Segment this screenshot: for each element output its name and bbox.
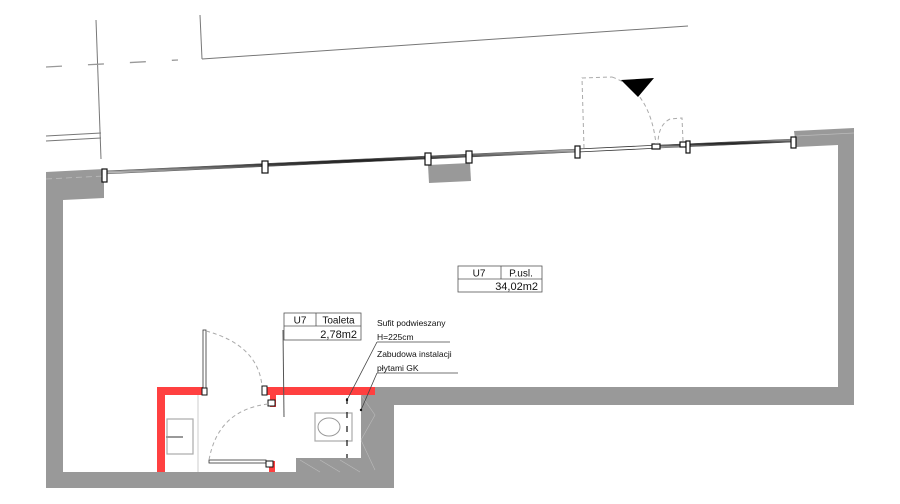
room-label-leader [282, 329, 285, 418]
exterior-wall [157, 128, 854, 488]
door-swing-arc [657, 118, 671, 145]
door-jamb [261, 385, 268, 396]
wc-bowl-icon [317, 417, 341, 437]
room-name: P.usl. [509, 269, 533, 280]
door-jamb [265, 460, 274, 468]
mullion-icon [651, 143, 661, 150]
annotation-suspended-ceiling: Sufit podwieszany H=225cm [345, 318, 450, 402]
room-name: Toaleta [322, 316, 355, 327]
mullion-icon [465, 150, 473, 164]
door-swing-arc [208, 403, 269, 461]
mullion-icon [685, 140, 691, 154]
note-line1: Zabudowa instalacji [377, 349, 452, 359]
leader-line [360, 372, 378, 411]
mullion-icon [790, 136, 797, 149]
door-leaf-open [581, 76, 613, 149]
door-leaf [202, 329, 207, 393]
leader-line [346, 341, 378, 401]
walls [45, 128, 855, 488]
door-swing-arc [611, 76, 657, 145]
door-jamb [201, 387, 208, 396]
room-area: 34,02m2 [495, 281, 538, 293]
entrance-arrow-icon [621, 78, 654, 97]
installation-hatch [299, 394, 376, 473]
room-label-main: U7 P.usl. 34,02m2 [457, 265, 543, 293]
room-area: 2,78m2 [320, 329, 357, 341]
room-unit: U7 [473, 269, 486, 280]
toilet-fixtures [166, 329, 353, 472]
window-frame [103, 148, 579, 175]
door-leaf-open [669, 117, 684, 142]
entrance-doors [581, 76, 684, 149]
door-jamb [267, 399, 276, 407]
mullion-icon [574, 145, 581, 159]
note-line1: Sufit podwieszany [377, 318, 446, 328]
property-boundary-dashed [45, 59, 179, 68]
exterior-wall [46, 169, 157, 488]
partition-wall [264, 387, 375, 395]
building-outline-line [201, 25, 689, 60]
mullion-icon [424, 152, 432, 166]
door-leaf [208, 459, 267, 464]
label-box [283, 312, 362, 341]
note-line2: płytami GK [377, 363, 419, 373]
door-swing-arc [205, 330, 263, 387]
facade-glazing [101, 136, 797, 183]
door-threshold [577, 144, 661, 153]
context-lines [45, 14, 689, 160]
adjacent-wall-line [95, 19, 102, 160]
building-outline-line [199, 14, 203, 60]
railing-line [45, 137, 102, 142]
annotation-installation-cover: Zabudowa instalacji płytami GK [359, 349, 458, 412]
mullion-icon [679, 141, 687, 148]
toilet-doors [201, 329, 276, 468]
note-line2: H=225cm [377, 332, 414, 342]
mullion-icon [261, 160, 269, 174]
wall-pier [428, 163, 471, 183]
partition-wall [157, 387, 165, 472]
railing-line [45, 132, 102, 137]
mullion-icon [101, 168, 108, 183]
room-label-toilet: U7 Toaleta 2,78m2 [283, 312, 362, 341]
partition-wall [157, 387, 203, 395]
room-unit: U7 [294, 316, 307, 327]
wall-hatch-line [795, 132, 855, 137]
